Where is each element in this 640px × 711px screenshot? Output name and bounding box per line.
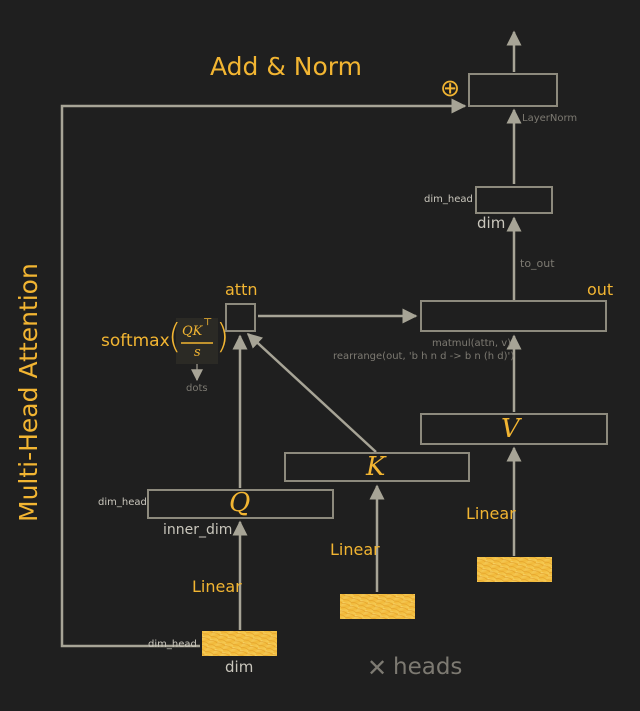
fraction-denominator: s	[194, 345, 201, 360]
softmax-paren-left: (	[168, 317, 182, 357]
k-to-attn-arrow	[246, 332, 377, 453]
input-tensor-v	[477, 557, 552, 582]
dim-input-label: dim	[225, 658, 254, 676]
linear-k-label: Linear	[330, 540, 380, 559]
residual-connection	[60, 98, 467, 648]
dots-label: dots	[186, 383, 208, 394]
dim-head-box	[475, 186, 553, 214]
multi-head-attention-title: Multi-Head Attention	[14, 263, 43, 522]
v-box	[420, 413, 608, 445]
k-letter: K	[366, 452, 386, 482]
q-letter: Q	[229, 488, 251, 518]
add-norm-box	[468, 73, 558, 107]
out-label: out	[587, 280, 614, 299]
attn-label: attn	[225, 280, 258, 299]
linear-q-label: Linear	[192, 577, 242, 596]
input-tensor-q	[202, 631, 277, 656]
dim-head-q-label: dim_head	[98, 497, 147, 508]
heads-label: heads	[393, 654, 463, 680]
linear-v-label: Linear	[466, 504, 516, 523]
k-box	[284, 452, 470, 482]
dim-head-top-label: dim_head	[424, 194, 473, 205]
v-letter: V	[501, 414, 520, 444]
softmax-label: softmax	[101, 331, 170, 351]
q-box	[147, 489, 334, 519]
rearrange-label: rearrange(out, 'b h n d -> b n (h d)')	[333, 351, 515, 362]
add-norm-title: Add & Norm	[210, 52, 362, 81]
softmax-paren-right: )	[216, 317, 230, 357]
heads-multiplier-icon: ✕	[367, 654, 388, 682]
input-tensor-k	[340, 594, 415, 619]
to-out-label: to_out	[520, 257, 555, 270]
layernorm-label: LayerNorm	[522, 113, 578, 124]
dim-top-label: dim	[477, 214, 506, 232]
matmul-label: matmul(attn, v)	[432, 338, 512, 349]
softmax-fraction-bg	[176, 318, 218, 364]
add-symbol: ⊕	[440, 74, 461, 102]
inner-dim-label: inner_dim	[163, 522, 233, 538]
fraction-transpose: ⊤	[203, 317, 213, 328]
out-box	[420, 300, 607, 332]
fraction-numerator: QK	[182, 324, 203, 339]
attn-box	[225, 303, 256, 332]
dim-head-input-label: dim_head	[148, 639, 197, 650]
